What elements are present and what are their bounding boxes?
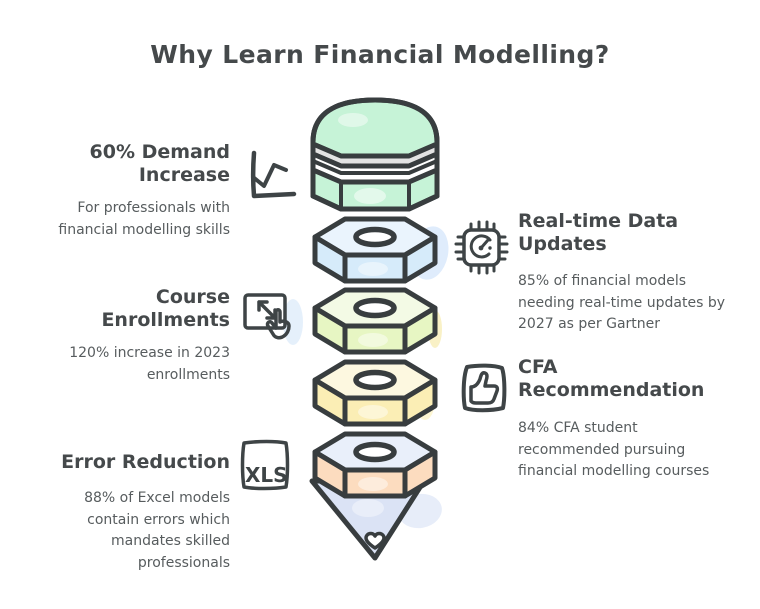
funnel-hex-nut-blue — [312, 216, 438, 284]
stat-heading-realtime-data: Real-time Data Updates — [518, 210, 679, 256]
line-chart-icon — [251, 150, 297, 199]
heart-icon — [364, 531, 386, 550]
stat-desc-error-reduction: 88% of Excel models contain errors which… — [84, 490, 230, 572]
stat-heading-demand-increase: 60% Demand Increase — [89, 141, 231, 187]
funnel-top-drum — [310, 97, 440, 212]
stat-desc-demand-increase: For professionals with financial modelli… — [58, 200, 230, 238]
stat-heading-error-reduction: Error Reduction — [61, 451, 230, 473]
stat-desc-course-enrollments: 120% increase in 2023 enrollments — [69, 345, 230, 383]
thumbs-up-icon — [461, 363, 507, 413]
chip-gauge-icon — [454, 220, 509, 275]
stat-heading-course-enrollments: Course Enrollments — [101, 286, 230, 332]
page-title: Why Learn Financial Modelling? — [150, 40, 610, 69]
funnel-hex-nut-yellow — [312, 359, 438, 427]
funnel-hex-nut-peach — [312, 431, 438, 499]
funnel-stack — [309, 97, 440, 561]
stat-desc-cfa-recommendation: 84% CFA student recommended pursuing fin… — [518, 420, 710, 480]
xls-file-icon: XLS — [240, 439, 290, 491]
tap-expand-icon — [243, 293, 291, 340]
xls-label: XLS — [245, 463, 288, 487]
stat-heading-cfa-recommendation: CFA Recommendation — [518, 356, 705, 402]
funnel-hex-nut-green — [312, 287, 438, 355]
stat-desc-realtime-data: 85% of financial models needing real-tim… — [518, 273, 725, 333]
